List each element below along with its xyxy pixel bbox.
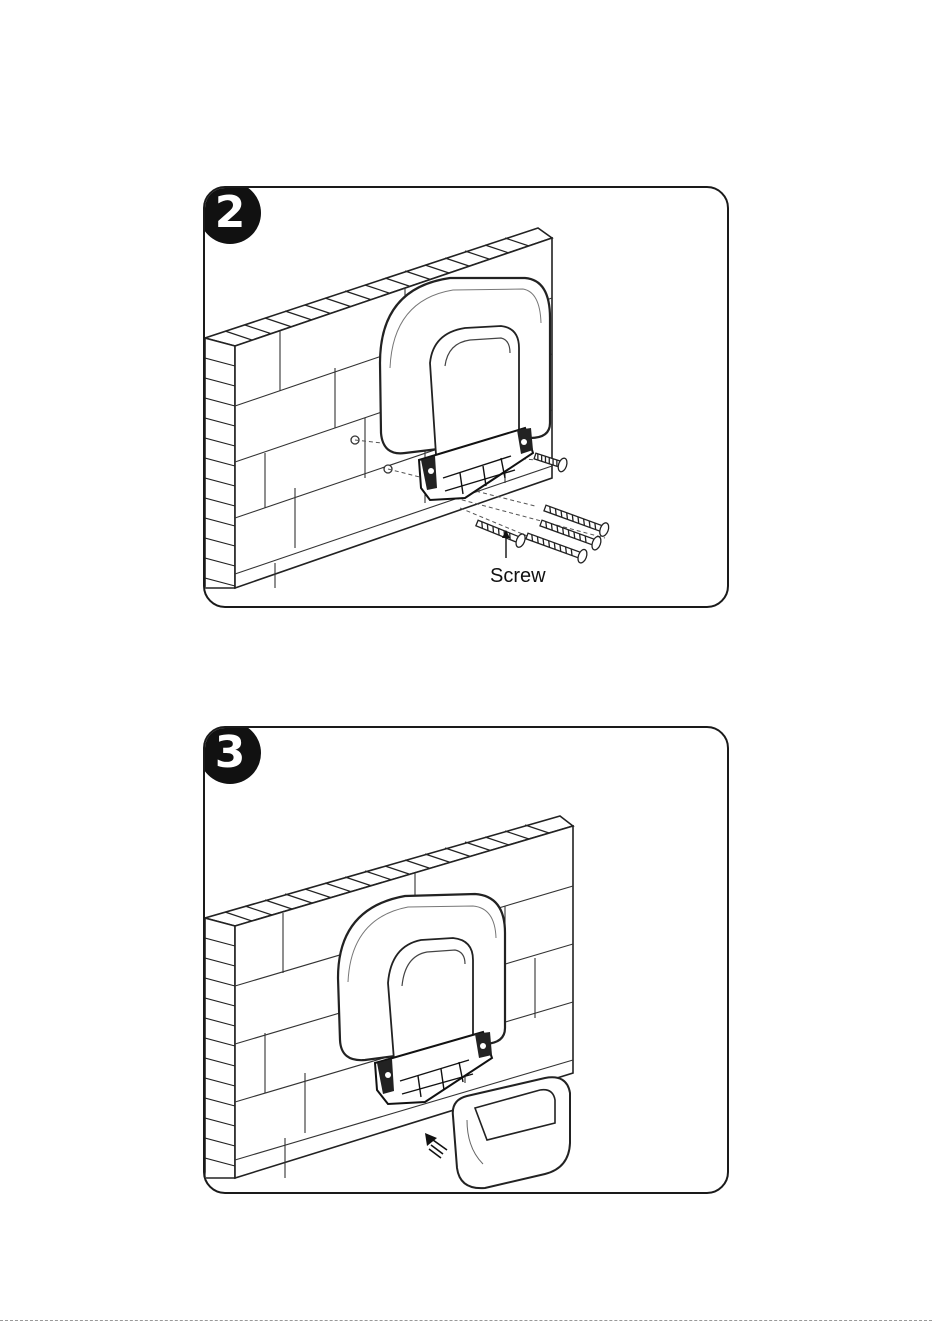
step-3-panel: 3	[203, 726, 729, 1194]
push-arrow	[429, 1140, 447, 1158]
page-bottom-rule	[0, 1320, 932, 1321]
screw-label: Screw	[490, 565, 546, 588]
wall-mounting-screws-illustration	[205, 188, 727, 606]
attach-seat-illustration	[205, 728, 727, 1192]
step-2-panel: 2	[203, 186, 729, 608]
